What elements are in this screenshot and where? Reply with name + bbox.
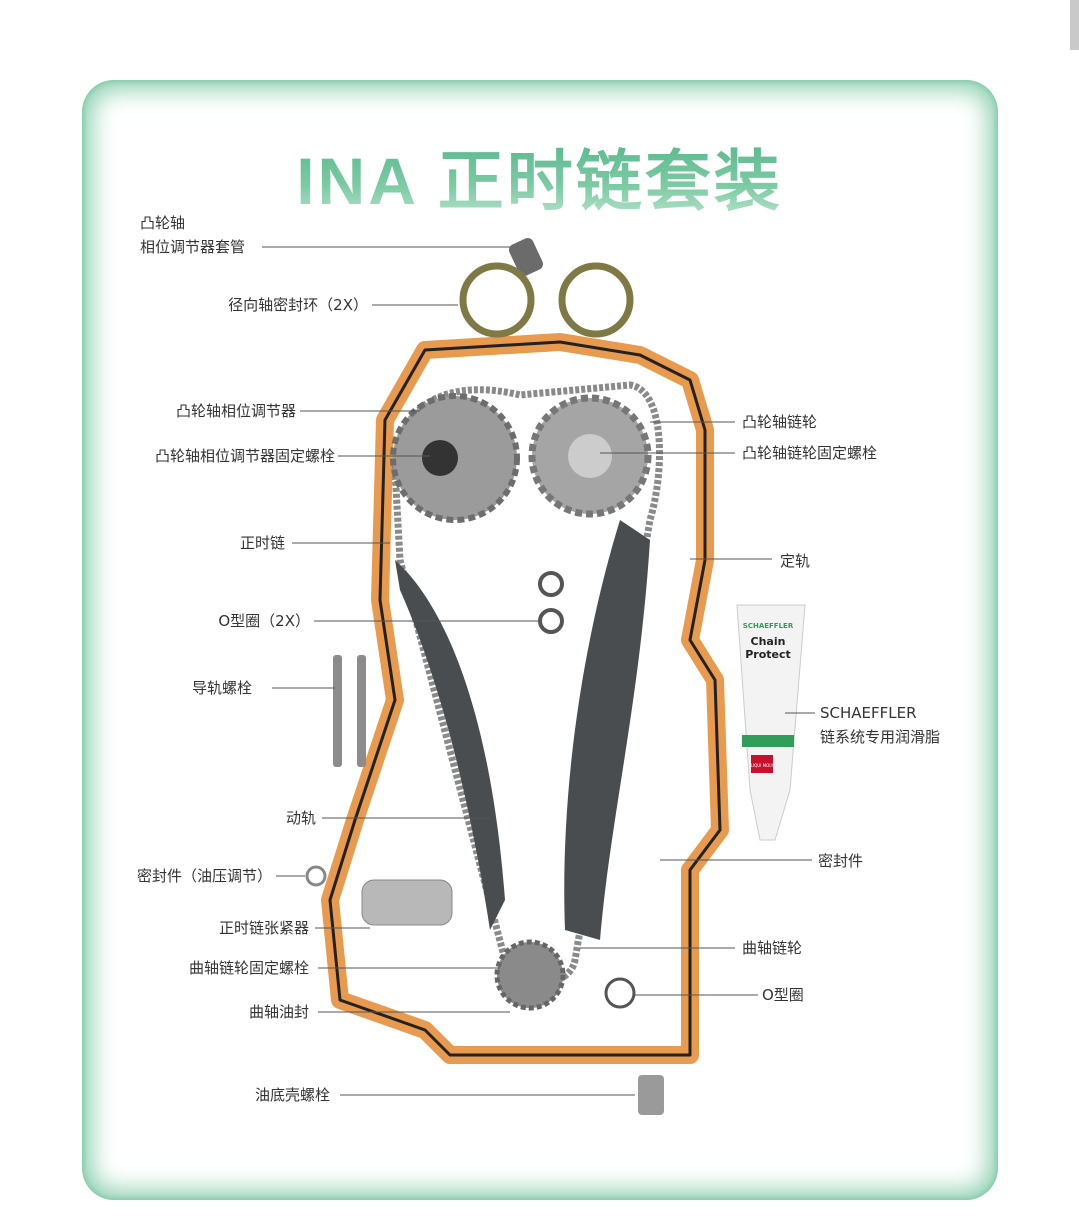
label-fixed-guide: 定轨 (780, 552, 811, 570)
label-oil-pressure-seal: 密封件（油压调节） (136, 867, 272, 885)
label-oil-pan-bolt: 油底壳螺栓 (254, 1086, 330, 1104)
label-line: 链系统专用润滑脂 (820, 728, 941, 746)
label-cam-phaser: 凸轮轴相位调节器 (175, 402, 296, 420)
label-crank-oil-seal: 曲轴油封 (248, 1003, 309, 1021)
label-line: 相位调节器套管 (140, 238, 246, 256)
fixed-guide-rail (564, 520, 650, 940)
gasket-inner-line (328, 340, 722, 1057)
chain-protect-tube (736, 604, 806, 841)
o-ring (538, 608, 564, 634)
label-timing-chain: 正时链 (239, 534, 285, 552)
label-guide-bolt: 导轨螺栓 (191, 679, 252, 697)
label-crank-sprocket: 曲轴链轮 (742, 939, 803, 957)
label-o-ring: O型圈 (762, 986, 804, 1004)
timing-chain (391, 381, 664, 988)
label-o-ring-2x: O型圈（2X） (218, 612, 310, 630)
label-radial-seal: 径向轴密封环（2X） (228, 296, 368, 314)
crankshaft-sprocket (494, 939, 566, 1011)
o-ring (604, 977, 636, 1009)
oil-pan-bolt (638, 1075, 664, 1115)
label-crank-sprocket-bolt: 曲轴链轮固定螺栓 (188, 959, 309, 977)
seal-oil-pressure (305, 865, 327, 887)
tube-maker-logo (751, 755, 773, 773)
tube-green-band (742, 735, 794, 747)
radial-seal-ring (459, 262, 535, 338)
scrollbar[interactable] (1070, 0, 1079, 50)
camshaft-sprocket-bolt (568, 434, 612, 478)
tube-product-line1: Chain (751, 635, 786, 648)
chain-tensioner (361, 879, 453, 926)
tube-product-line2: Protect (745, 648, 791, 661)
phaser-sleeve (509, 238, 543, 276)
label-lubricant: SCHAEFFLER 链系统专用润滑脂 (820, 701, 940, 749)
tube-body (736, 604, 806, 841)
label-cam-phaser-bolt: 凸轮轴相位调节器固定螺栓 (154, 447, 335, 465)
tube-brand: SCHAEFFLER (743, 622, 794, 630)
guide-bolt (333, 655, 342, 767)
label-line: SCHAEFFLER (820, 704, 917, 722)
o-ring (538, 571, 564, 597)
camshaft-phaser-bolt (422, 440, 458, 476)
label-cam-sprocket: 凸轮轴链轮 (742, 413, 818, 431)
radial-seal-ring (558, 262, 634, 338)
label-phaser-sleeve: 凸轮轴 相位调节器套管 (140, 211, 245, 259)
label-cam-sprocket-bolt: 凸轮轴链轮固定螺栓 (742, 444, 878, 462)
tube-maker: LIQUI MOLY (751, 763, 774, 768)
label-moving-guide: 动轨 (285, 809, 316, 827)
label-line: 凸轮轴 (140, 214, 186, 232)
label-seal: 密封件 (818, 852, 864, 870)
label-tensioner: 正时链张紧器 (218, 919, 309, 937)
moving-guide-rail (395, 560, 505, 930)
page-title: INA 正时链套装 (0, 128, 1079, 224)
leader-lines (262, 246, 815, 1096)
guide-bolt (357, 655, 366, 767)
